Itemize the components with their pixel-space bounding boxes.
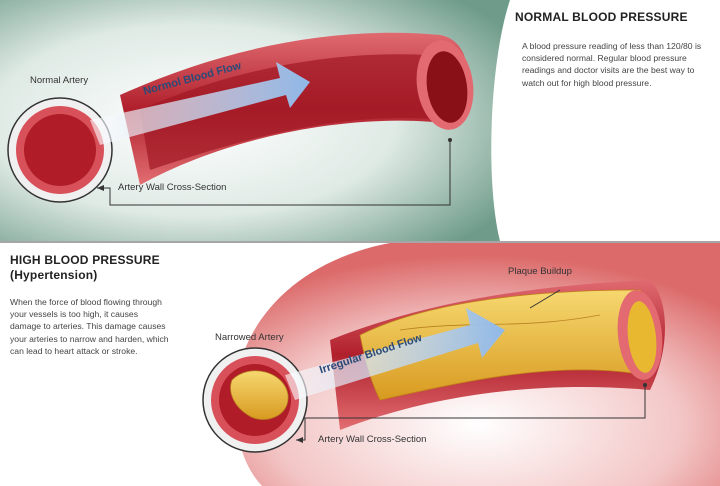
high-subtitle: (Hypertension) xyxy=(10,268,98,282)
narrowed-artery-tube xyxy=(330,280,665,430)
normal-artery-label: Normal Artery xyxy=(30,75,89,86)
narrowed-artery-label: Narrowed Artery xyxy=(215,332,284,343)
normal-cross-section xyxy=(7,97,113,203)
normal-flow-arrow xyxy=(90,62,310,145)
normal-title: NORMAL BLOOD PRESSURE xyxy=(515,10,688,24)
plaque-pointer-line xyxy=(529,289,561,309)
plaque-buildup-label: Plaque Buildup xyxy=(508,266,572,277)
narrowed-cross-section xyxy=(202,347,308,453)
irregular-flow-arrow xyxy=(285,308,505,400)
normal-pointer-line xyxy=(97,140,451,206)
normal-cross-section-label: Artery Wall Cross-Section xyxy=(118,182,227,193)
high-description: When the force of blood flowing through … xyxy=(10,297,169,356)
normal-artery-tube xyxy=(120,32,474,185)
normal-description: A blood pressure reading of less than 12… xyxy=(522,41,702,88)
high-cross-section-label: Artery Wall Cross-Section xyxy=(318,434,427,445)
high-title: HIGH BLOOD PRESSURE xyxy=(10,253,160,267)
